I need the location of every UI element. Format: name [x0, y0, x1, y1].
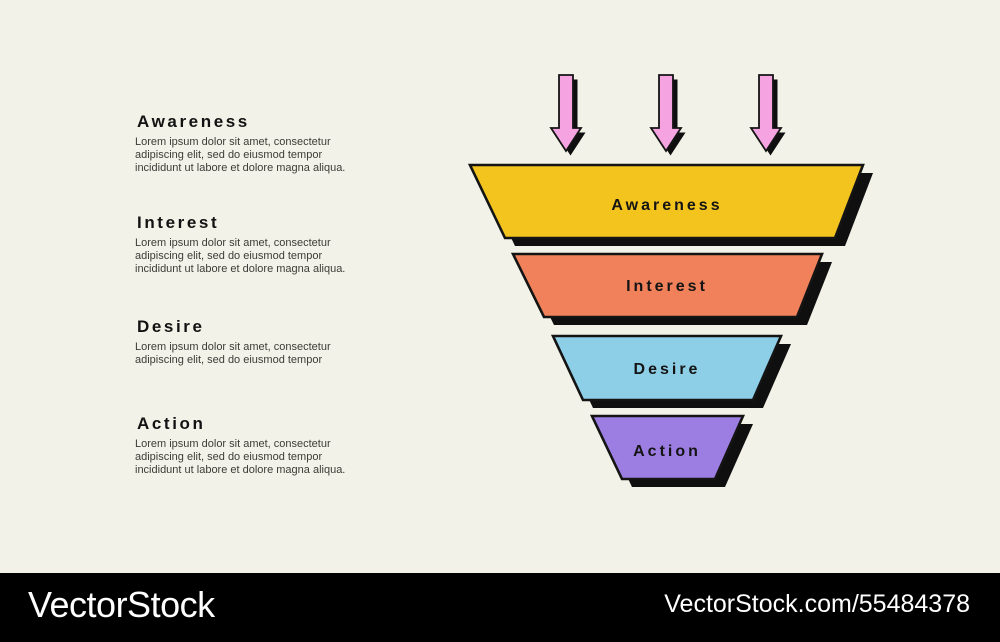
body-line: adipiscing elit, sed do eiusmod tempor — [135, 450, 323, 463]
body-line: adipiscing elit, sed do eiusmod tempor — [135, 148, 323, 161]
body-line: Lorem ipsum dolor sit amet, consectetur — [135, 438, 331, 450]
watermark-reference: VectorStock.com/55484378 — [664, 590, 970, 618]
down-arrow-icon — [549, 74, 586, 156]
vectorstock-logo: VectorStock — [28, 583, 215, 625]
inflow-arrows — [549, 74, 786, 156]
level-shape — [589, 414, 746, 481]
down-arrow-icon — [649, 74, 683, 153]
body-line: adipiscing elit, sed do eiusmod tempor — [135, 249, 323, 262]
body-line: Lorem ipsum dolor sit amet, consectetur — [135, 237, 331, 249]
section-body: Lorem ipsum dolor sit amet, consectetur … — [135, 438, 425, 476]
section-title: Awareness — [137, 112, 250, 131]
down-arrow-icon — [749, 74, 786, 156]
level-shape — [550, 334, 783, 402]
section-action: Action Lorem ipsum dolor sit amet, conse… — [135, 414, 425, 476]
funnel-level-interest: Interest — [510, 252, 832, 325]
section-body: Lorem ipsum dolor sit amet, consectetur … — [135, 136, 425, 174]
body-line: Lorem ipsum dolor sit amet, consectetur — [135, 136, 331, 148]
level-label: Awareness — [611, 197, 722, 214]
section-interest: Interest Lorem ipsum dolor sit amet, con… — [135, 213, 425, 275]
section-title: Desire — [137, 317, 205, 336]
section-desire: Desire Lorem ipsum dolor sit amet, conse… — [135, 317, 425, 367]
body-line: Lorem ipsum dolor sit amet, consectetur — [135, 341, 331, 353]
body-line: incididunt ut labore et dolore magna ali… — [135, 262, 346, 275]
section-awareness: Awareness Lorem ipsum dolor sit amet, co… — [135, 112, 425, 174]
down-arrow-icon — [549, 74, 583, 153]
funnel-diagram: Awareness Interest Desire Action — [467, 74, 873, 487]
level-label: Action — [633, 443, 701, 460]
funnel-level-awareness: Awareness — [467, 163, 873, 246]
body-line: incididunt ut labore et dolore magna ali… — [135, 463, 346, 476]
section-body: Lorem ipsum dolor sit amet, consectetur … — [135, 237, 425, 275]
level-shape — [467, 163, 865, 240]
level-label: Desire — [634, 361, 701, 378]
section-body: Lorem ipsum dolor sit amet, consectetur … — [135, 341, 425, 367]
section-title: Action — [137, 414, 206, 433]
down-arrow-icon — [749, 74, 783, 153]
level-shape — [510, 252, 824, 319]
section-title: Interest — [137, 213, 220, 232]
funnel-level-desire: Desire — [550, 334, 791, 408]
down-arrow-icon — [649, 74, 686, 156]
funnel-level-action: Action — [589, 414, 753, 487]
body-line: adipiscing elit, sed do eiusmod tempor — [135, 353, 323, 366]
level-label: Interest — [626, 278, 708, 295]
watermark-bar: VectorStock VectorStock.com/55484378 — [0, 573, 1000, 642]
body-line: incididunt ut labore et dolore magna ali… — [135, 161, 346, 174]
